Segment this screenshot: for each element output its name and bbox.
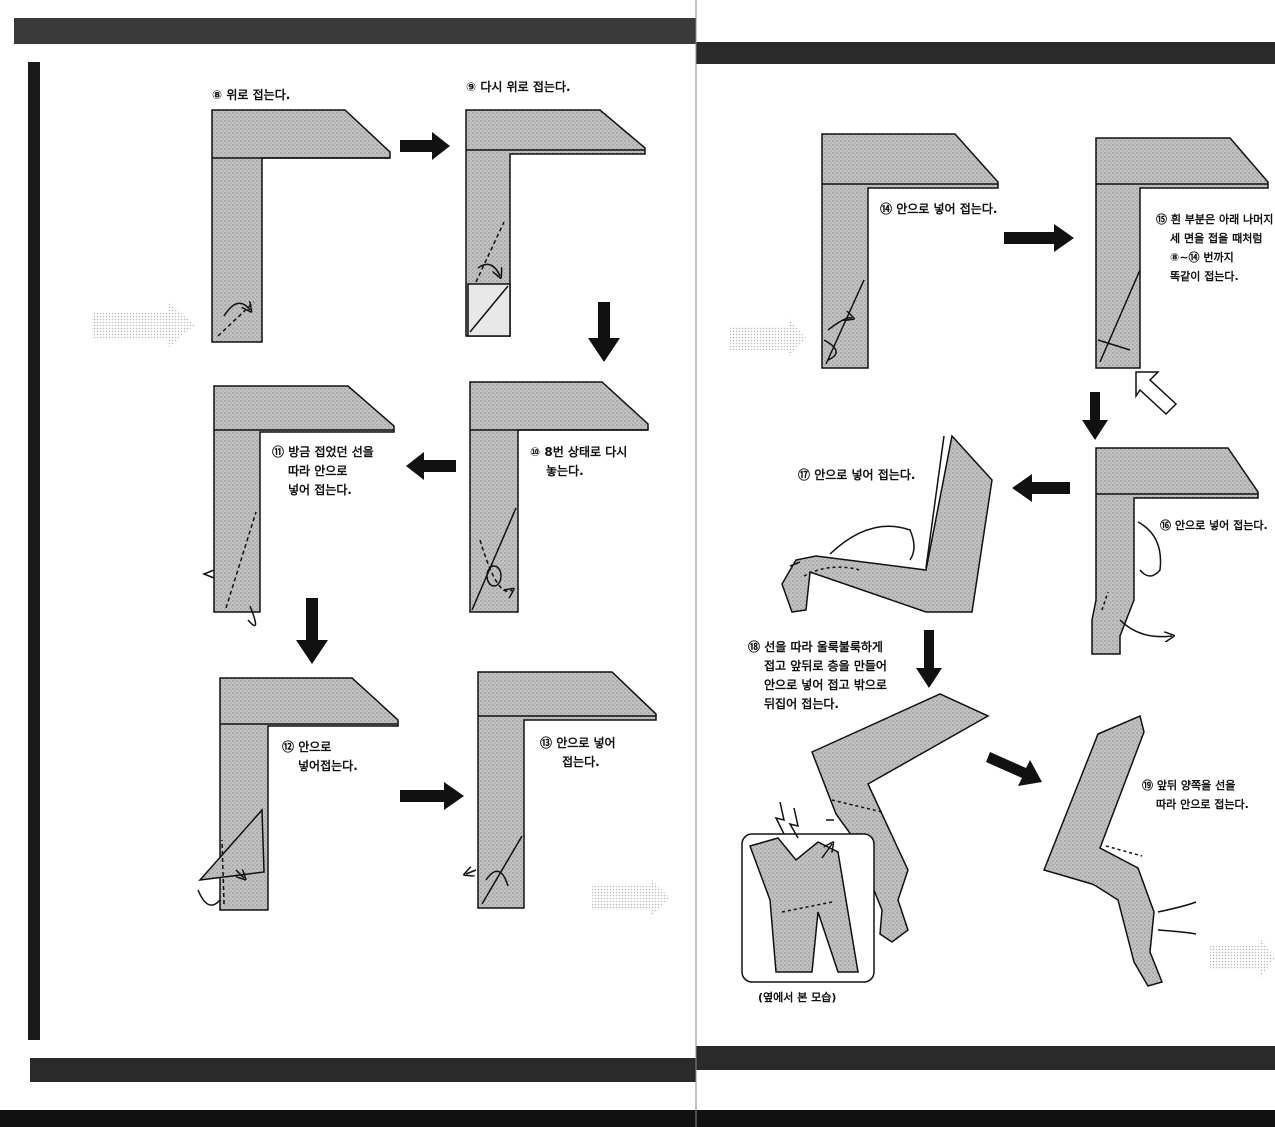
step13-label: ⑬ 안으로 넣어 접는다. [540, 734, 616, 772]
step14-label: ⑭ 안으로 넣어 접는다. [880, 200, 997, 219]
arrow-11-to-12 [296, 598, 328, 664]
step16-text: 안으로 넣어 접는다. [1174, 519, 1268, 532]
right-top-band [696, 42, 1275, 64]
step13-number: ⑬ [540, 736, 553, 750]
step8-figure [211, 109, 391, 343]
step17-text: 안으로 넣어 접는다. [814, 468, 916, 482]
step17-label: ⑰ 안으로 넣어 접는다. [798, 466, 915, 485]
hint-arrow-far-right [1210, 938, 1275, 978]
step11-label: ⑪ 방금 접었던 선을 따라 안으로 넣어 접는다. [272, 443, 374, 500]
step9-label: ⑨ 다시 위로 접는다. [466, 78, 571, 97]
hint-arrow-left [92, 302, 195, 348]
side-view-inset [741, 801, 875, 983]
step15-figure [1095, 137, 1269, 369]
step9-text: 다시 위로 접는다. [480, 80, 571, 94]
step14-text: 안으로 넣어 접는다. [896, 202, 998, 216]
arrow-14-to-15 [1004, 224, 1074, 252]
step11-line2: 따라 안으로 [288, 464, 348, 478]
step17-figure [781, 434, 993, 613]
step16-label: ⑯ 안으로 넣어 접는다. [1160, 516, 1268, 535]
step12-line2: 넣어접는다. [298, 759, 358, 773]
step8-text: 위로 접는다. [226, 88, 291, 102]
step19-number: ⑲ [1142, 779, 1153, 792]
step11-figure [201, 385, 395, 627]
step10-label: ⑩ 8번 상태로 다시 놓는다. [530, 443, 627, 481]
arrow-8-to-9 [400, 132, 450, 160]
step15-label: ⑮ 흰 부분은 아래 나머지 세 면을 접을 때처럼 ⑧∼⑭ 번까지 똑같이 접… [1156, 210, 1273, 286]
step19-line2: 따라 안으로 접는다. [1156, 798, 1249, 811]
step16-number: ⑯ [1160, 519, 1171, 532]
step17-number: ⑰ [798, 468, 811, 482]
step12-number: ⑫ [282, 740, 295, 754]
step13-line1: 안으로 넣어 [556, 736, 616, 750]
left-bottom-band [30, 1058, 696, 1082]
hollow-arrow-15 [1135, 371, 1178, 416]
step9-figure [465, 109, 646, 337]
step15-line3: ⑧∼⑭ 번까지 [1170, 251, 1234, 264]
step11-line3: 넣어 접는다. [288, 483, 352, 497]
step11-number: ⑪ [272, 445, 285, 459]
step8-label: ⑧ 위로 접는다. [212, 86, 290, 105]
arrow-9-to-10 [588, 302, 620, 362]
step9-number: ⑨ [466, 80, 477, 94]
left-side-bar [28, 62, 40, 1040]
bottom-edge [0, 1110, 1275, 1127]
arrow-12-to-13 [400, 782, 464, 810]
step10-figure [469, 381, 649, 613]
step12-line1: 안으로 [298, 740, 332, 754]
side-view-caption: (옆에서 본 모습) [758, 988, 836, 1007]
step18-line4: 뒤집어 접는다. [764, 697, 839, 711]
step15-line4: 똑같이 접는다. [1170, 270, 1239, 283]
arrow-17-to-18 [916, 630, 942, 688]
step16-figure [1091, 447, 1259, 655]
step10-line1: 8번 상태로 다시 [544, 445, 628, 459]
arrow-15-to-16 [1082, 392, 1108, 440]
step11-line1: 방금 접었던 선을 [288, 445, 374, 459]
step15-number: ⑮ [1156, 213, 1167, 226]
step13-figure [466, 671, 657, 909]
step18-line1: 선을 따라 울룩불룩하게 [764, 640, 883, 654]
arrow-18-to-19 [986, 752, 1042, 786]
arrow-10-to-11 [406, 452, 456, 480]
hint-arrow-bottom [592, 878, 670, 918]
step8-number: ⑧ [212, 88, 223, 102]
step18-line2: 접고 앞뒤로 층을 만들어 [764, 659, 887, 673]
step10-number: ⑩ [530, 445, 541, 459]
step15-line2: 세 면을 접을 때처럼 [1170, 232, 1263, 245]
step14-figure [821, 133, 999, 369]
step13-line2: 접는다. [562, 755, 600, 769]
step18-line3: 안으로 넣어 접고 밖으로 [764, 678, 887, 692]
side-view-caption-text: (옆에서 본 모습) [758, 991, 837, 1004]
arrow-16-to-17 [1012, 474, 1070, 502]
step14-number: ⑭ [880, 202, 893, 216]
step15-line1: 흰 부분은 아래 나머지 [1170, 213, 1274, 226]
step19-label: ⑲ 앞뒤 양쪽을 선을 따라 안으로 접는다. [1142, 776, 1249, 814]
step12-figure [197, 677, 399, 911]
step10-line2: 놓는다. [546, 464, 584, 478]
step18-number: ⑱ [748, 640, 761, 654]
step19-figure [1042, 714, 1197, 987]
left-top-band [14, 18, 696, 44]
step18-label: ⑱ 선을 따라 울룩불룩하게 접고 앞뒤로 층을 만들어 안으로 넣어 접고 밖… [748, 638, 887, 714]
step19-line1: 앞뒤 양쪽을 선을 [1156, 779, 1236, 792]
hint-arrow-mid-right [730, 318, 806, 358]
right-bottom-band [696, 1046, 1275, 1070]
step12-label: ⑫ 안으로 넣어접는다. [282, 738, 358, 776]
